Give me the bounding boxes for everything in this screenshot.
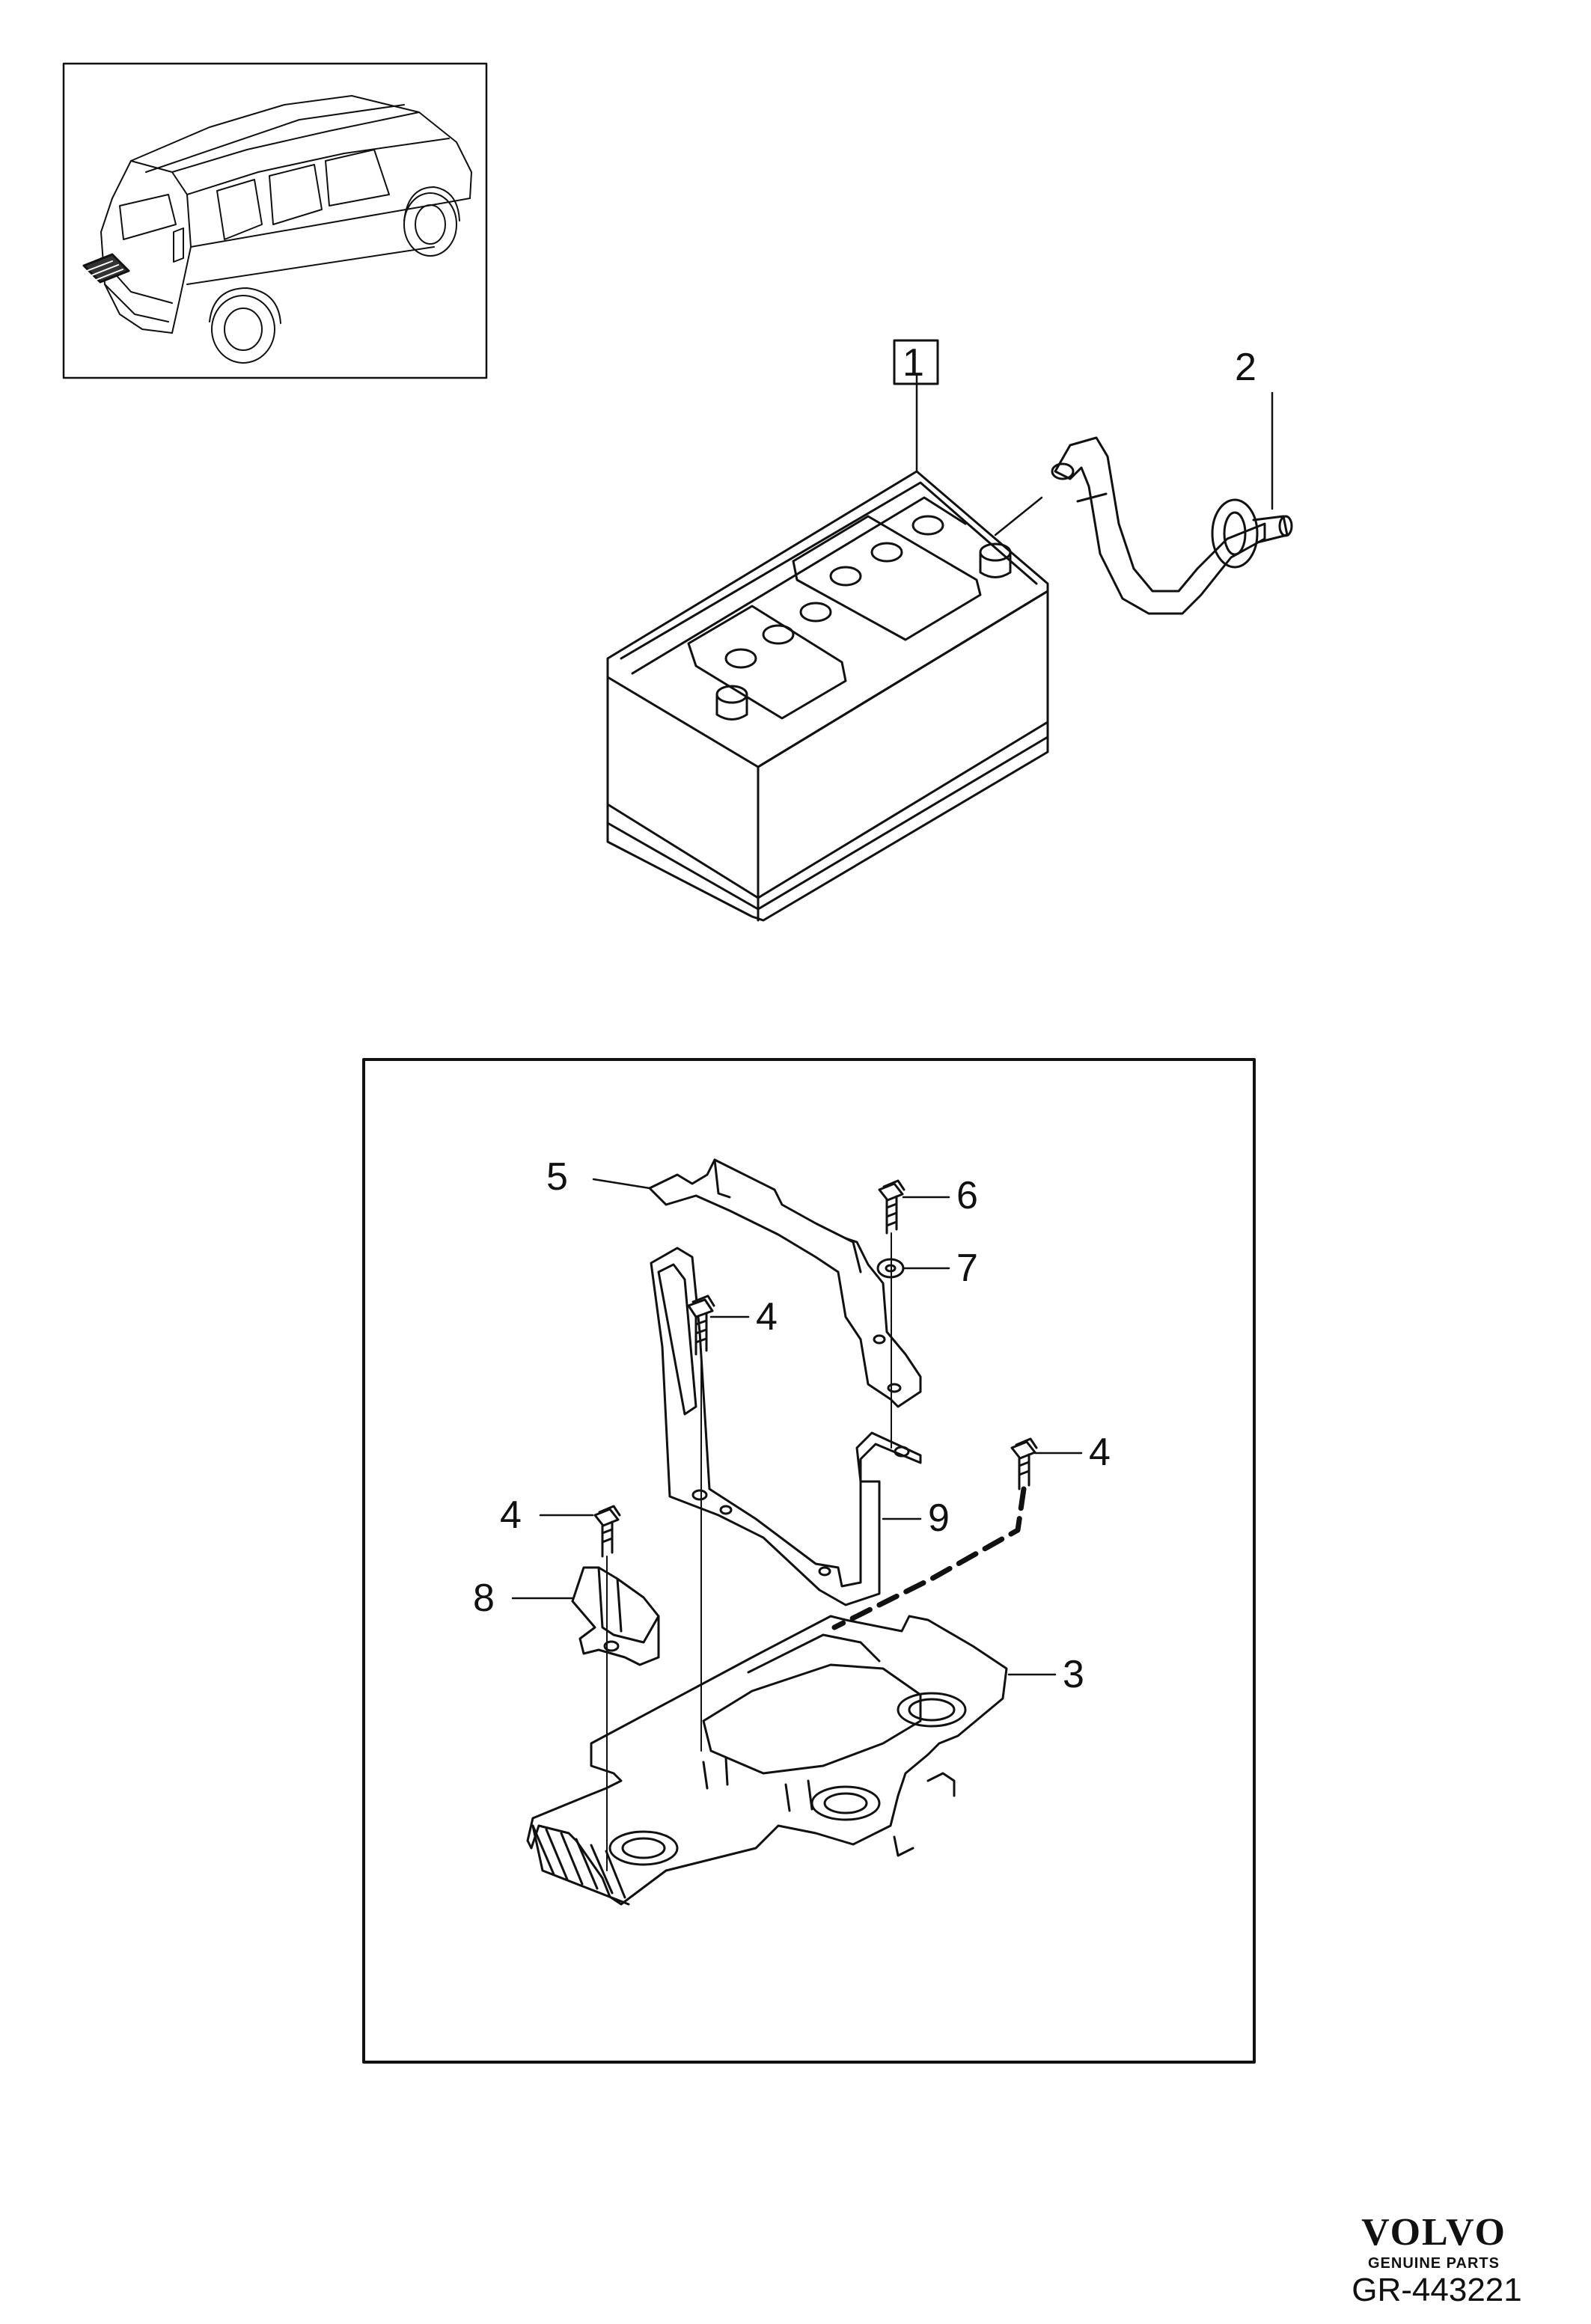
leader-lines xyxy=(511,1178,1083,1676)
label-part-6: 6 xyxy=(956,1174,978,1217)
label-part-8: 8 xyxy=(473,1577,495,1620)
vehicle-locator-thumbnail xyxy=(62,62,488,379)
bolt-4-right xyxy=(1010,1437,1038,1490)
main-part-box xyxy=(893,339,939,385)
drawing-code: GR-443221 xyxy=(1352,2272,1522,2308)
bolt-4-upper xyxy=(687,1294,715,1356)
battery-tray xyxy=(526,1615,1008,1906)
label-part-4-left: 4 xyxy=(500,1493,522,1537)
label-part-7: 7 xyxy=(956,1247,978,1290)
assembly-lines xyxy=(606,1232,892,1871)
vent-hose xyxy=(1051,436,1293,615)
brand-logo-text: VOLVO xyxy=(1361,2211,1506,2254)
brand-subtitle: GENUINE PARTS xyxy=(1368,2255,1500,2272)
bolt-6 xyxy=(878,1179,906,1235)
label-part-5: 5 xyxy=(546,1155,568,1199)
label-part-9: 9 xyxy=(928,1496,950,1540)
small-bracket xyxy=(571,1566,660,1666)
bolt-4-left xyxy=(593,1505,621,1558)
label-part-1: 1 xyxy=(903,341,924,385)
label-part-2: 2 xyxy=(1235,346,1256,389)
label-part-4-upper: 4 xyxy=(756,1295,778,1339)
upper-clamp xyxy=(648,1158,922,1408)
dashed-ground-line xyxy=(831,1486,1027,1630)
label-part-4-right: 4 xyxy=(1089,1431,1111,1474)
battery xyxy=(606,470,1049,922)
label-part-3: 3 xyxy=(1063,1653,1084,1696)
leader-line-hose xyxy=(994,496,1043,536)
volvo-genuine-parts-logo: VOLVO GENUINE PARTS xyxy=(1337,2212,1531,2273)
detail-frame xyxy=(362,1058,1256,2064)
battery-bracket xyxy=(650,1247,922,1606)
